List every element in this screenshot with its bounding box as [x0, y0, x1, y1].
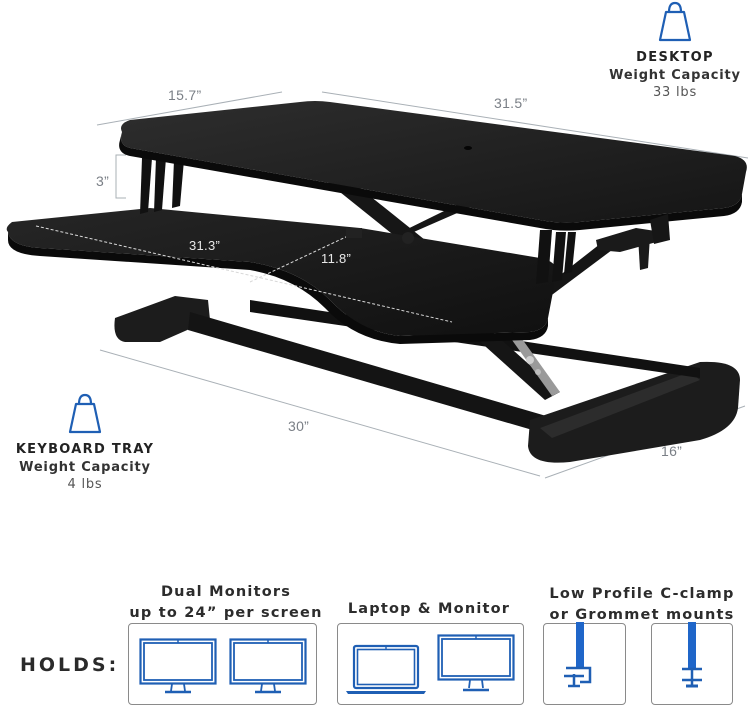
monitor-icon	[229, 638, 307, 694]
dimension-desktop-depth: 15.7”	[168, 87, 202, 103]
keyboard-capacity-value: 4 lbs	[67, 477, 103, 492]
laptop-monitor-title: Laptop & Monitor	[347, 601, 511, 617]
desktop-capacity-value: 33 lbs	[652, 85, 698, 100]
desktop-surface	[119, 101, 747, 270]
weight-icon	[68, 393, 102, 434]
grommet-icon	[682, 622, 702, 688]
dimension-base-depth: 16”	[661, 443, 683, 459]
dimension-tray-width: 31.3”	[189, 238, 221, 253]
c-clamp-icon	[564, 622, 592, 688]
standing-desk-converter-illustration	[6, 91, 749, 479]
front-supports	[140, 158, 576, 284]
monitor-icon	[139, 638, 217, 694]
c-clamp-box	[543, 622, 626, 705]
dual-monitors-title: Dual Monitors up to 24” per screen	[129, 584, 323, 621]
laptop-icon	[346, 644, 426, 694]
keyboard-capacity-title: KEYBOARD TRAY	[15, 442, 155, 457]
grommet-box	[651, 622, 733, 705]
holds-label: HOLDS:	[20, 654, 120, 676]
weight-icon	[658, 1, 692, 42]
keyboard-capacity-subtitle: Weight Capacity	[19, 460, 151, 475]
monitor-icon	[437, 634, 515, 692]
mounts-title: Low Profile C-clamp or Grommet mounts	[549, 586, 735, 623]
dimension-base-length: 30”	[288, 418, 310, 434]
desktop-weight-capacity: DESKTOP Weight Capacity 33 lbs	[600, 0, 750, 100]
keyboard-weight-capacity: KEYBOARD TRAY Weight Capacity 4 lbs	[10, 392, 160, 492]
keyboard-tray	[6, 208, 557, 344]
dimension-min-height: 3”	[96, 173, 110, 189]
desktop-capacity-title: DESKTOP	[636, 50, 714, 65]
dual-monitors-box	[128, 623, 317, 705]
dimension-desktop-width: 31.5”	[494, 95, 528, 111]
desktop-capacity-subtitle: Weight Capacity	[609, 68, 741, 83]
laptop-monitor-box	[337, 623, 524, 705]
dimension-tray-depth: 11.8”	[321, 251, 352, 266]
